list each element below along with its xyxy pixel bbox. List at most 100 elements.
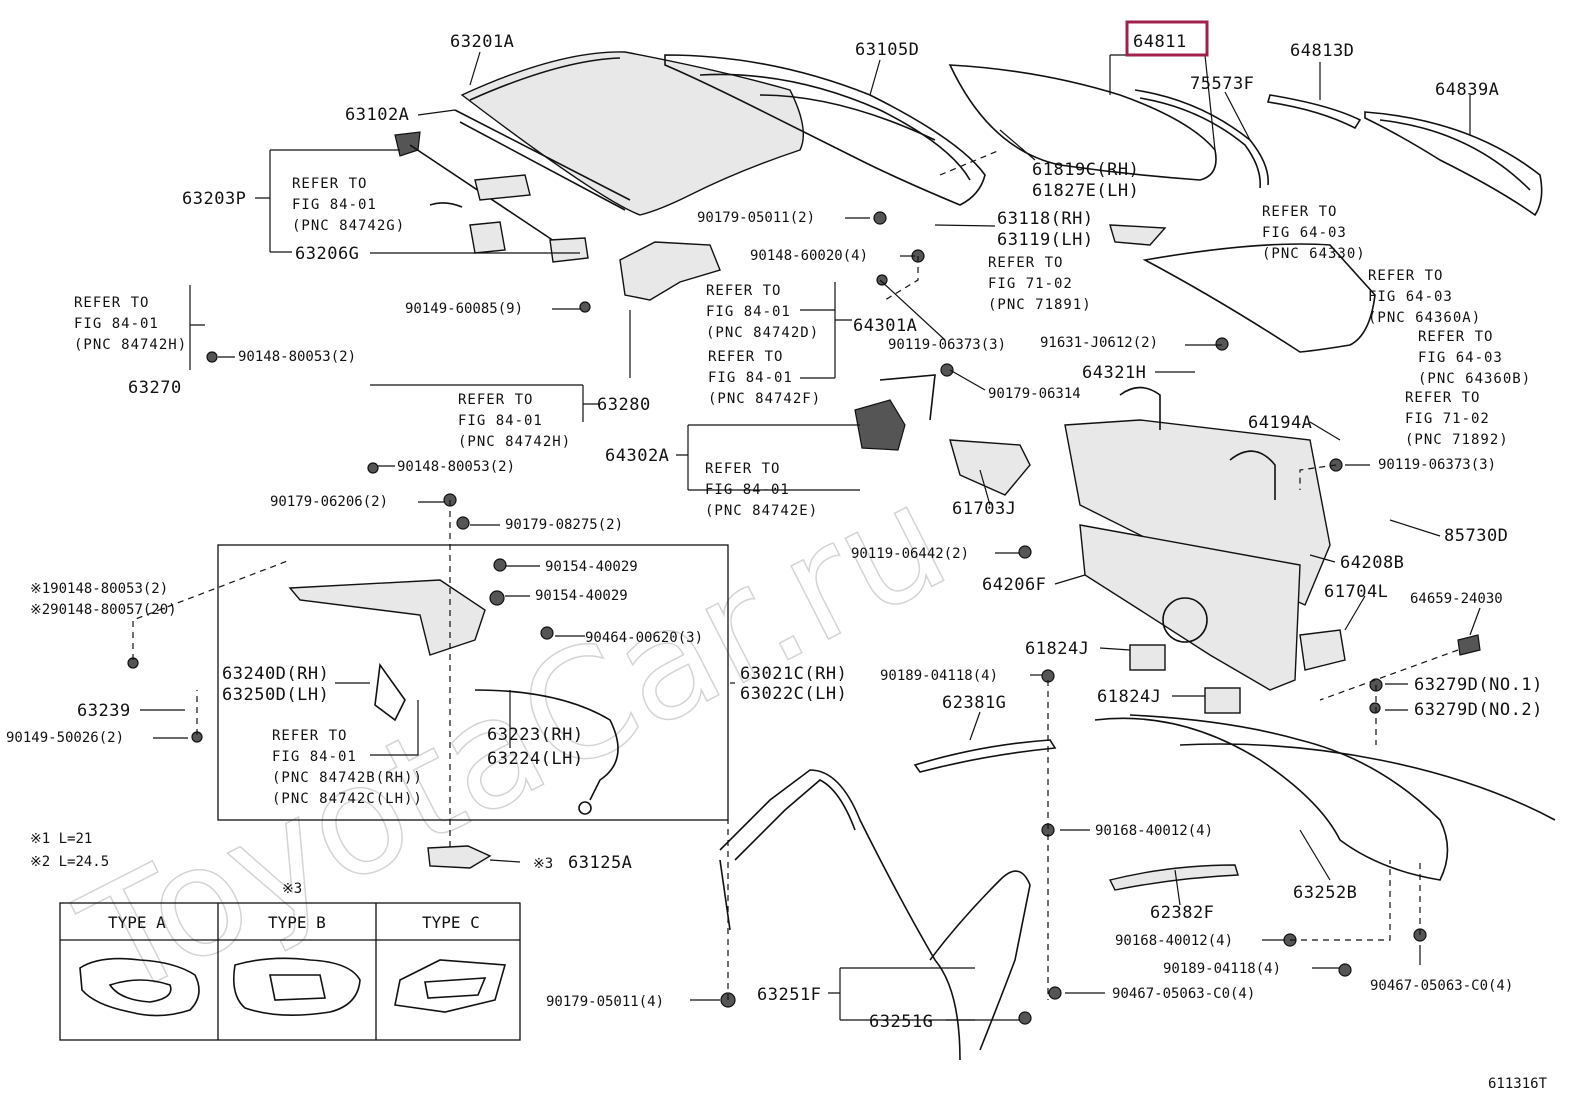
part-label-75573F[interactable]: 75573F	[1190, 74, 1254, 94]
part-label-64839A[interactable]: 64839A	[1435, 80, 1499, 100]
part-label-63102A[interactable]: 63102A	[345, 105, 409, 125]
svg-text:(PNC 71891): (PNC 71891)	[988, 297, 1092, 313]
part-labels: 63201A 63105D 64811 64813D 75573F 64839A…	[6, 32, 1543, 1032]
part-label-61704L[interactable]: 61704L	[1324, 582, 1388, 602]
part-label-90179-06314[interactable]: 90179-06314	[988, 386, 1081, 402]
part-label-63251G[interactable]: 63251G	[869, 1012, 933, 1032]
part-label-90467-05063-a[interactable]: 90467-05063-C0(4)	[1112, 986, 1255, 1002]
part-label-64813D[interactable]: 64813D	[1290, 41, 1354, 61]
part-label-61824J-b[interactable]: 61824J	[1097, 687, 1161, 707]
reference-r3[interactable]: REFER TO FIG 84-01 (PNC 84742D)	[706, 283, 819, 341]
parts-drawing	[127, 51, 1556, 1061]
part-label-90464-00620[interactable]: 90464-00620(3)	[585, 630, 703, 646]
part-label-63125A-marker: ※3	[533, 856, 553, 872]
part-label-90149-60085[interactable]: 90149-60085(9)	[405, 301, 523, 317]
part-label-61703J[interactable]: 61703J	[952, 499, 1016, 519]
part-label-64208B[interactable]: 64208B	[1340, 553, 1404, 573]
part-label-91631-J0612[interactable]: 91631-J0612(2)	[1040, 335, 1158, 351]
part-label-63279D-no2[interactable]: 63279D(NO.2)	[1414, 700, 1543, 720]
reference-r10[interactable]: REFER TO FIG 64-03 (PNC 64360A)	[1368, 268, 1481, 326]
part-label-61824J-a[interactable]: 61824J	[1025, 639, 1089, 659]
part-label-90148-80053[interactable]: 90148-80053(2)	[238, 349, 356, 365]
part-label-64302A[interactable]: 64302A	[605, 446, 669, 466]
part-label-63240D[interactable]: 63240D(RH)	[222, 664, 329, 684]
part-label-90154-40029-b[interactable]: 90154-40029	[535, 588, 628, 604]
reference-r4[interactable]: REFER TO FIG 84-01 (PNC 84742F)	[708, 349, 821, 407]
part-label-63270[interactable]: 63270	[128, 378, 182, 398]
part-label-90179-05011-b[interactable]: 90179-05011(4)	[546, 994, 664, 1010]
part-label-63021C[interactable]: 63021C(RH)	[740, 664, 847, 684]
reference-r1[interactable]: REFER TO FIG 84-01 (PNC 84742G)	[292, 176, 405, 234]
part-label-90179-05011[interactable]: 90179-05011(2)	[697, 210, 815, 226]
part-label-90189-04118-a[interactable]: 90189-04118(4)	[880, 668, 998, 684]
part-label-90154-40029-a[interactable]: 90154-40029	[545, 559, 638, 575]
part-label-63203P[interactable]: 63203P	[182, 189, 246, 209]
reference-r5[interactable]: REFER TO FIG 84-01 (PNC 84742H)	[458, 392, 571, 450]
part-label-90148-80057-note2[interactable]: ※290148-80057(20)	[30, 602, 177, 618]
types-table-header-a: TYPE A	[108, 913, 166, 932]
part-label-90148-80053-b[interactable]: 90148-80053(2)	[397, 459, 515, 475]
svg-text:REFER TO: REFER TO	[706, 283, 781, 299]
svg-text:FIG 84-01: FIG 84-01	[705, 482, 790, 498]
part-label-90179-06206[interactable]: 90179-06206(2)	[270, 494, 388, 510]
part-label-90179-08275[interactable]: 90179-08275(2)	[505, 517, 623, 533]
part-label-64301A[interactable]: 64301A	[853, 316, 917, 336]
reference-r11[interactable]: REFER TO FIG 64-03 (PNC 64360B)	[1418, 329, 1531, 387]
part-label-90149-50026[interactable]: 90149-50026(2)	[6, 730, 124, 746]
types-table-header-b: TYPE B	[268, 913, 326, 932]
reference-r8[interactable]: REFER TO FIG 64-03 (PNC 64330)	[1262, 204, 1366, 262]
part-label-90168-40012-b[interactable]: 90168-40012(4)	[1115, 933, 1233, 949]
part-label-90148-80053-note1[interactable]: ※190148-80053(2)	[30, 581, 168, 597]
part-label-63125A[interactable]: 63125A	[568, 853, 632, 873]
part-label-63224[interactable]: 63224(LH)	[487, 749, 584, 769]
part-label-61819C[interactable]: 61819C(RH)	[1032, 160, 1139, 180]
reference-r12[interactable]: REFER TO FIG 71-02 (PNC 71892)	[1405, 390, 1509, 448]
part-label-64194A[interactable]: 64194A	[1248, 413, 1312, 433]
svg-text:(PNC 64330): (PNC 64330)	[1262, 246, 1366, 262]
assembly-box-63021C	[217, 544, 729, 821]
part-label-90119-06442[interactable]: 90119-06442(2)	[851, 546, 969, 562]
part-label-63201A[interactable]: 63201A	[450, 32, 514, 52]
part-label-63118[interactable]: 63118(RH)	[997, 209, 1094, 229]
part-label-63251F[interactable]: 63251F	[757, 985, 821, 1005]
svg-text:FIG 71-02: FIG 71-02	[1405, 411, 1490, 427]
part-label-90119-06373[interactable]: 90119-06373(3)	[888, 337, 1006, 353]
part-label-63250D[interactable]: 63250D(LH)	[222, 685, 329, 705]
reference-r9[interactable]: REFER TO FIG 71-02 (PNC 71891)	[988, 255, 1092, 313]
part-label-64811[interactable]: 64811	[1133, 32, 1187, 52]
svg-text:FIG 64-03: FIG 64-03	[1418, 350, 1503, 366]
part-label-62381G[interactable]: 62381G	[942, 693, 1006, 713]
reference-r6[interactable]: REFER TO FIG 84-01 (PNC 84742E)	[705, 461, 818, 519]
leader-lines	[140, 51, 1481, 1021]
part-label-85730D[interactable]: 85730D	[1444, 526, 1508, 546]
part-label-63280[interactable]: 63280	[597, 395, 651, 415]
svg-text:REFER TO: REFER TO	[1405, 390, 1480, 406]
part-label-64659-24030[interactable]: 64659-24030	[1410, 591, 1503, 607]
svg-text:FIG 64-03: FIG 64-03	[1368, 289, 1453, 305]
part-label-63239[interactable]: 63239	[77, 701, 131, 721]
part-label-90148-60020[interactable]: 90148-60020(4)	[750, 248, 868, 264]
weatherstrip-75573F	[1134, 89, 1269, 189]
part-label-62382F[interactable]: 62382F	[1150, 903, 1214, 923]
part-label-63119[interactable]: 63119(LH)	[997, 230, 1094, 250]
selected-part-highlight	[1125, 20, 1209, 57]
part-label-61827E[interactable]: 61827E(LH)	[1032, 181, 1139, 201]
part-label-63206G[interactable]: 63206G	[295, 244, 359, 264]
svg-text:REFER TO: REFER TO	[1368, 268, 1443, 284]
part-label-90467-05063-b[interactable]: 90467-05063-C0(4)	[1370, 978, 1513, 994]
part-label-90168-40012-a[interactable]: 90168-40012(4)	[1095, 823, 1213, 839]
part-label-64321H[interactable]: 64321H	[1082, 363, 1146, 383]
weatherstrip-63252B	[1094, 714, 1449, 881]
part-label-63252B[interactable]: 63252B	[1293, 883, 1357, 903]
part-label-63022C[interactable]: 63022C(LH)	[740, 684, 847, 704]
part-label-90189-04118-b[interactable]: 90189-04118(4)	[1163, 961, 1281, 977]
part-label-63279D-no1[interactable]: 63279D(NO.1)	[1414, 675, 1543, 695]
svg-text:REFER TO: REFER TO	[1418, 329, 1493, 345]
svg-text:(PNC 84742G): (PNC 84742G)	[292, 218, 405, 234]
part-label-90119-06373-b[interactable]: 90119-06373(3)	[1378, 457, 1496, 473]
reference-r7[interactable]: REFER TO FIG 84-01 (PNC 84742B(RH)) (PNC…	[272, 728, 423, 807]
part-label-63105D[interactable]: 63105D	[855, 40, 919, 60]
part-label-64206F[interactable]: 64206F	[982, 575, 1046, 595]
reference-r2[interactable]: REFER TO FIG 84-01 (PNC 84742H)	[74, 295, 187, 353]
part-label-63223[interactable]: 63223(RH)	[487, 725, 584, 745]
